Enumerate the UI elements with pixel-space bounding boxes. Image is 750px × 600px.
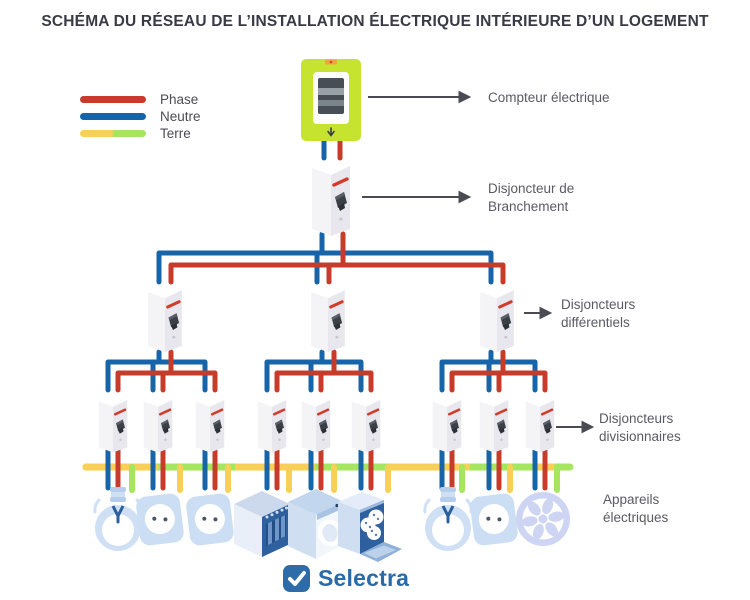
legend-item-neutre: Neutre [80,108,201,125]
selectra-wordmark: Selectra [318,565,410,591]
outlet-icon [469,492,519,547]
selectra-check-icon [283,565,310,592]
divisional-breaker [194,393,226,454]
selectra-logo: Selectra [283,565,409,592]
phase-line-swatch [80,96,146,103]
label-appareils-electriques: Appareils électriques [603,491,668,527]
differential-breaker [146,282,184,354]
label-line: divisionnaires [599,429,681,444]
stove-icon [234,491,290,557]
electric-meter [300,58,362,142]
differential-breaker [478,282,516,354]
legend-item-phase: Phase [80,91,201,108]
label-line: Branchement [488,199,569,214]
main-breaker [310,157,352,238]
lightbulb-icon [423,486,473,553]
divisional-breaker [256,393,288,454]
legend-label-terre: Terre [160,126,191,141]
label-line: électriques [603,510,669,525]
legend-item-terre: Terre [80,125,201,142]
neutre-line-swatch [80,113,146,120]
lightbulb-icon [93,486,143,553]
terre-line-swatch [80,130,146,137]
outlet-icon [185,492,235,547]
label-line: Disjoncteurs [599,411,674,426]
differential-breaker [309,282,347,354]
legend: Phase Neutre Terre [80,91,201,142]
diagram-title: SCHÉMA DU RÉSEAU DE L’INSTALLATION ÉLECT… [41,13,709,30]
label-line: Disjoncteur de [488,181,575,196]
divisional-breaker [524,393,556,454]
label-disjoncteur-branchement: Disjoncteur de Branchement [488,180,574,216]
label-line: Compteur électrique [488,90,610,105]
label-line: Disjoncteurs [561,297,636,312]
label-disjoncteurs-differentiels: Disjoncteurs différentiels [561,296,635,332]
divisional-breaker [431,393,463,454]
label-line: différentiels [561,315,630,330]
outlet-icon [135,492,185,547]
fan-icon [516,492,570,546]
divisional-breaker [142,393,174,454]
legend-label-neutre: Neutre [160,109,201,124]
legend-label-phase: Phase [160,92,199,107]
label-compteur-electrique: Compteur électrique [488,89,610,107]
terre-drops [129,464,560,493]
phase-wires [115,137,548,491]
washing-machine-icon [288,489,345,559]
divisional-breaker [478,393,510,454]
divisional-breaker [350,393,382,454]
divisional-breaker [300,393,332,454]
divisional-breaker [97,393,129,454]
dishwasher-icon [338,492,402,562]
label-disjoncteurs-divisionnaires: Disjoncteurs divisionnaires [599,410,681,446]
label-line: Appareils [603,492,660,507]
